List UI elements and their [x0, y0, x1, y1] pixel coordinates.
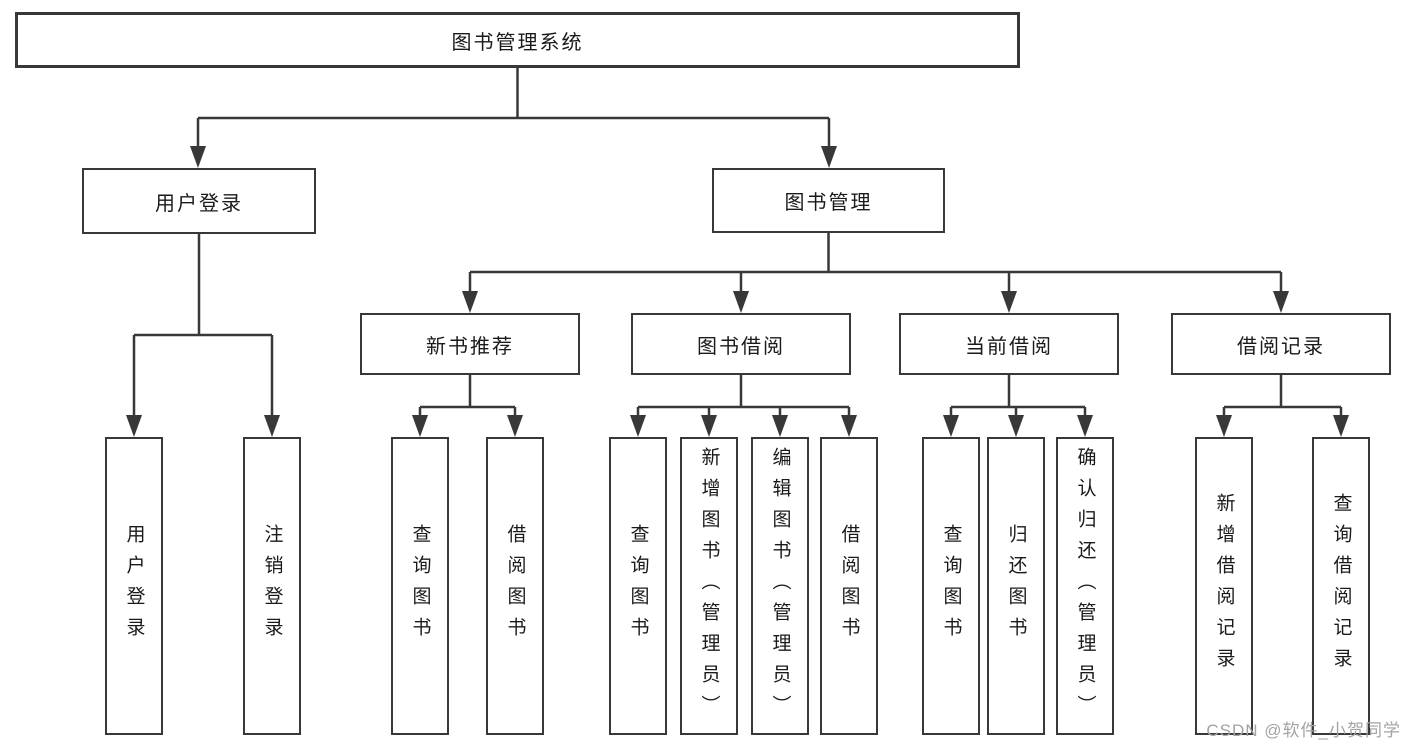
arrow-down-icon [1001, 291, 1017, 313]
node-leaf-edit-book-admin: 编辑图书（管理员） [751, 437, 809, 735]
node-leaf-query-book-2: 查询图书 [609, 437, 667, 735]
watermark: CSDN @软件_小贺同学 [1206, 721, 1401, 740]
connector-new-book-recommend [418, 375, 517, 417]
node-leaf-user-login-label: 用户登录 [123, 524, 145, 648]
arrow-down-icon [1333, 415, 1349, 437]
connector-root [196, 68, 831, 148]
node-user-login-label: 用户登录 [155, 192, 243, 215]
node-leaf-borrow-book-2-label: 借阅图书 [838, 524, 860, 648]
arrow-down-icon [1077, 415, 1093, 437]
arrow-down-icon [841, 415, 857, 437]
connector-book-borrow [636, 375, 851, 417]
node-leaf-confirm-return-admin: 确认归还（管理员） [1056, 437, 1114, 735]
node-leaf-add-book-admin-label: 新增图书（管理员） [698, 446, 720, 726]
node-current-borrow: 当前借阅 [899, 313, 1119, 375]
node-new-book-recommend: 新书推荐 [360, 313, 580, 375]
node-leaf-query-borrow-record: 查询借阅记录 [1312, 437, 1370, 735]
node-leaf-return-book-label: 归还图书 [1005, 524, 1027, 648]
arrow-down-icon [507, 415, 523, 437]
node-root-label: 图书管理系统 [451, 31, 584, 54]
node-leaf-return-book: 归还图书 [987, 437, 1045, 735]
node-leaf-query-book-1: 查询图书 [391, 437, 449, 735]
connector-book-management [468, 233, 1283, 293]
arrow-down-icon [701, 415, 717, 437]
node-new-book-recommend-label: 新书推荐 [426, 335, 514, 358]
arrow-down-icon [630, 415, 646, 437]
node-leaf-borrow-book-2: 借阅图书 [820, 437, 878, 735]
arrow-down-icon [126, 415, 142, 437]
arrow-down-icon [412, 415, 428, 437]
arrow-down-icon [733, 291, 749, 313]
node-current-borrow-label: 当前借阅 [965, 335, 1053, 358]
arrow-down-icon [943, 415, 959, 437]
node-borrow-record: 借阅记录 [1171, 313, 1391, 375]
node-leaf-add-borrow-record: 新增借阅记录 [1195, 437, 1253, 735]
arrow-down-icon [190, 146, 206, 168]
node-leaf-edit-book-admin-label: 编辑图书（管理员） [769, 446, 791, 726]
node-leaf-query-book-1-label: 查询图书 [409, 524, 431, 648]
node-leaf-query-book-2-label: 查询图书 [627, 524, 649, 648]
arrow-down-icon [462, 291, 478, 313]
node-user-login: 用户登录 [82, 168, 316, 234]
node-leaf-logout: 注销登录 [243, 437, 301, 735]
node-leaf-add-borrow-record-label: 新增借阅记录 [1213, 493, 1235, 679]
arrow-down-icon [264, 415, 280, 437]
arrow-down-icon [1273, 291, 1289, 313]
arrow-down-icon [1216, 415, 1232, 437]
node-leaf-logout-label: 注销登录 [261, 524, 283, 648]
node-leaf-confirm-return-admin-label: 确认归还（管理员） [1074, 446, 1096, 726]
connector-borrow-record [1222, 375, 1343, 417]
node-leaf-query-book-3: 查询图书 [922, 437, 980, 735]
node-leaf-query-book-3-label: 查询图书 [940, 524, 962, 648]
arrow-down-icon [1008, 415, 1024, 437]
node-leaf-borrow-book-1-label: 借阅图书 [504, 524, 526, 648]
node-book-borrow: 图书借阅 [631, 313, 851, 375]
arrow-down-icon [821, 146, 837, 168]
node-book-management: 图书管理 [712, 168, 945, 233]
node-leaf-query-borrow-record-label: 查询借阅记录 [1330, 493, 1352, 679]
node-leaf-borrow-book-1: 借阅图书 [486, 437, 544, 735]
node-book-management-label: 图书管理 [784, 192, 873, 214]
node-book-borrow-label: 图书借阅 [697, 335, 785, 358]
node-root: 图书管理系统 [15, 12, 1020, 68]
node-leaf-add-book-admin: 新增图书（管理员） [680, 437, 738, 735]
node-leaf-user-login: 用户登录 [105, 437, 163, 735]
connector-current-borrow [949, 375, 1087, 417]
arrowheads [126, 146, 1349, 437]
node-borrow-record-label: 借阅记录 [1237, 335, 1325, 358]
connector-user-login [132, 234, 274, 417]
arrow-down-icon [772, 415, 788, 437]
